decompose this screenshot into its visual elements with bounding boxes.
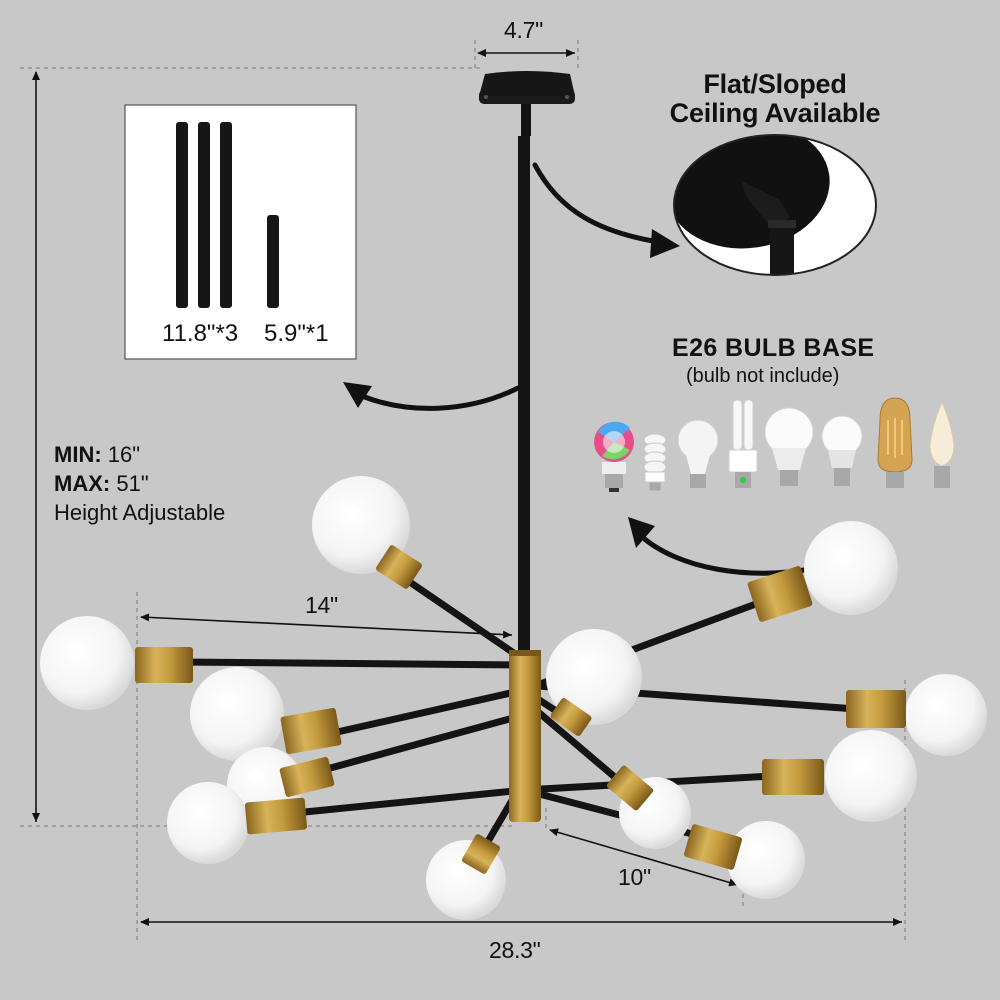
globe-bulb [804, 521, 898, 615]
bulb-base-subtitle: (bulb not include) [686, 365, 840, 387]
edison-filament-bulb-icon [877, 397, 913, 488]
brass-socket [279, 757, 335, 797]
short-rod-label: 5.9"*1 [264, 320, 329, 347]
incandescent-bulb-icon [677, 419, 719, 488]
canopy [479, 71, 575, 136]
ceiling-detail-inset [673, 134, 877, 276]
long-rod-label: 11.8"*3 [162, 320, 239, 347]
extension-rods-panel [124, 104, 357, 360]
dimension-lines [32, 49, 902, 926]
ceiling-title-line1: Flat/Sloped [703, 69, 847, 99]
brass-socket [762, 759, 824, 795]
ceiling-arrow [532, 162, 661, 245]
light-globes [40, 476, 987, 920]
brass-socket [606, 765, 654, 811]
globe-bulb [727, 821, 805, 899]
rod-icon [198, 122, 210, 308]
bulb-arrow [637, 532, 813, 576]
min-height-label: MIN: [54, 442, 102, 467]
brass-socket [550, 698, 592, 736]
rgb-smart-bulb-icon [594, 421, 634, 492]
rod-icon [220, 122, 232, 308]
brass-socket [747, 566, 813, 622]
globe-bulb [40, 616, 134, 710]
ceiling-title-line2: Ceiling Available [669, 98, 881, 128]
center-hub [509, 650, 541, 822]
led-a19-bulb-icon [764, 407, 814, 486]
rod-icon [176, 122, 188, 308]
short-arm-length-label: 10" [618, 864, 651, 890]
arm-length-label: 14" [305, 592, 338, 618]
brass-socket [461, 834, 501, 874]
globe-bulb [546, 629, 642, 725]
arm-dimension-line [140, 613, 513, 639]
globe-bulb [825, 730, 917, 822]
height-info: MIN: 16" MAX: 51" Height Adjustable [54, 440, 225, 527]
led-globe-bulb-icon [821, 415, 863, 486]
bulb-types-row [594, 397, 955, 492]
rods-arrow [359, 385, 521, 411]
arrow-heads [343, 229, 680, 548]
short-rod-icon [267, 215, 279, 308]
canopy-width-label: 4.7" [504, 17, 543, 43]
bulb-base-title: E26 BULB BASE [672, 334, 875, 362]
brass-socket [135, 647, 193, 683]
ceiling-title: Flat/Sloped Ceiling Available [655, 70, 895, 128]
globe-bulb [312, 476, 410, 574]
brass-socket [244, 797, 308, 835]
globe-bulb [190, 667, 284, 761]
brass-socket [846, 690, 906, 728]
max-height-value: 51" [116, 471, 149, 496]
brass-socket [376, 545, 422, 589]
globe-bulb [905, 674, 987, 756]
globe-bulb [167, 782, 249, 864]
height-adjustable-note: Height Adjustable [54, 500, 226, 525]
brass-socket [280, 707, 342, 755]
downrod [518, 136, 530, 656]
total-width-label: 28.3" [489, 937, 541, 963]
spiral-cfl-bulb-icon [643, 433, 667, 492]
candle-flame-bulb-icon [929, 400, 955, 488]
pl-cfl-bulb-icon [728, 399, 758, 488]
brass-socket [684, 824, 742, 870]
max-height-label: MAX: [54, 471, 111, 496]
min-height-value: 16" [107, 442, 141, 467]
short-arm-dimension-line [549, 828, 739, 887]
